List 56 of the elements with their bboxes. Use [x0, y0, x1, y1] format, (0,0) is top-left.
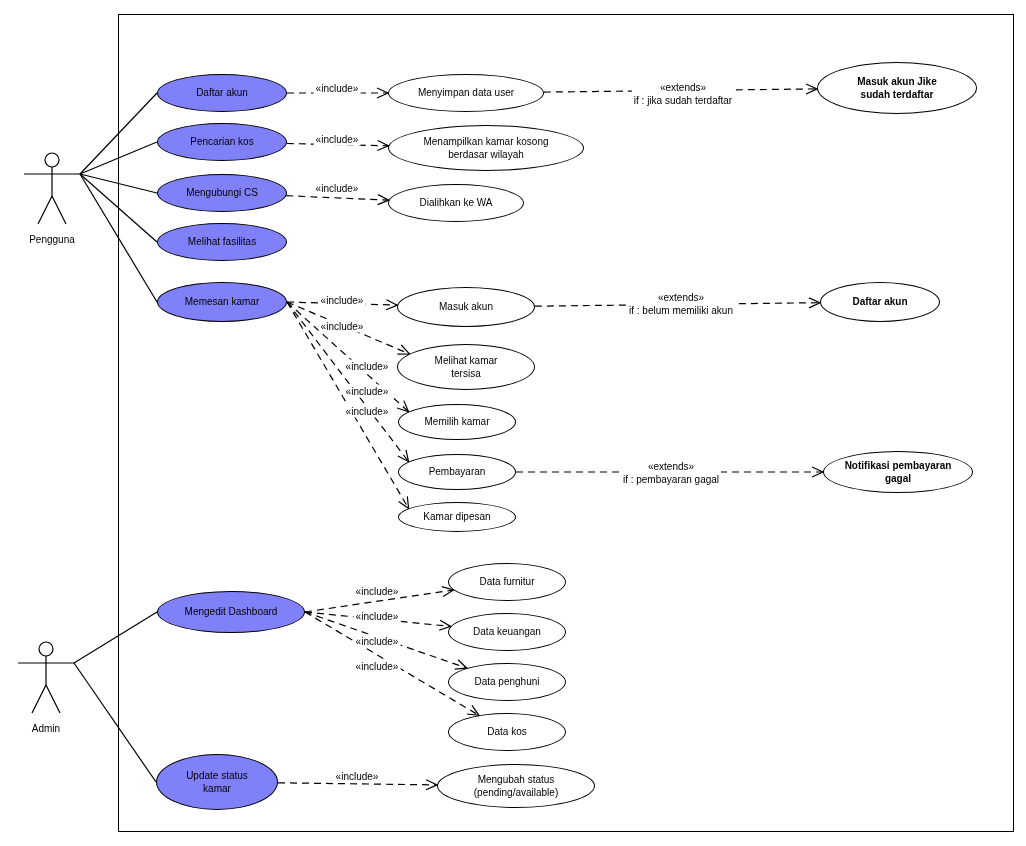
use-case-oval: Data keuangan — [448, 613, 566, 651]
use-case-oval: Dialihkan ke WA — [388, 184, 524, 222]
use-case-oval: Pencarian kos — [157, 123, 287, 161]
use-case-oval: Data kos — [448, 713, 566, 751]
use-case-oval: Memilih kamar — [398, 404, 516, 440]
use-case-oval: Notifikasi pembayaran gagal — [823, 451, 973, 493]
use-case-oval: Masuk akun Jike sudah terdaftar — [817, 62, 977, 114]
use-case-oval: Melihat kamar tersisa — [397, 344, 535, 390]
use-case-oval: Melihat fasilitas — [157, 223, 287, 261]
use-case-oval: Daftar akun — [157, 74, 287, 112]
edge-label: «include» — [318, 319, 366, 333]
use-case-oval: Kamar dipesan — [398, 502, 516, 532]
dashed-arrow — [285, 194, 390, 206]
use-case-oval: Update status kamar — [156, 754, 278, 810]
association-line — [79, 173, 158, 303]
dashed-arrow — [286, 301, 410, 509]
association-line — [73, 662, 157, 783]
edge-label: «include» — [343, 359, 391, 373]
association-line — [79, 141, 158, 175]
use-case-oval: Masuk akun — [397, 287, 535, 327]
edge-label: «include» — [353, 634, 401, 648]
association-line — [79, 92, 158, 175]
edge-label: «extends» if : belum memiliki akun — [627, 291, 735, 317]
edge-label: «extends» if : jika sudah terdaftar — [631, 81, 735, 107]
edge-label: «include» — [318, 293, 366, 307]
use-case-oval: Pembayaran — [398, 454, 516, 490]
use-case-oval: Mengedit Dashboard — [157, 591, 305, 633]
edge-label: «include» — [313, 132, 361, 146]
use-case-oval: Data penghuni — [448, 663, 566, 701]
association-line — [79, 173, 158, 194]
use-case-oval: Mengubah status (pending/available) — [437, 764, 595, 808]
use-case-oval: Menyimpan data user — [388, 74, 544, 112]
use-case-oval: Mengubungi CS — [157, 174, 287, 212]
dashed-arrow — [286, 301, 410, 413]
actor-label: Admin — [30, 723, 62, 734]
edge-label: «include» — [313, 81, 361, 95]
use-case-oval: Menampilkan kamar kosong berdasar wilayah — [388, 125, 584, 171]
edge-label: «include» — [313, 181, 361, 195]
edge-label: «include» — [343, 384, 391, 398]
dashed-arrow — [304, 586, 454, 613]
actor-label: Pengguna — [28, 234, 76, 245]
dashed-arrow — [277, 779, 438, 791]
association-line — [79, 173, 158, 243]
edge-label: «include» — [353, 584, 401, 598]
use-case-oval: Memesan kamar — [157, 282, 287, 322]
association-line — [73, 611, 158, 664]
edge-label: «include» — [353, 609, 401, 623]
dashed-arrow — [304, 611, 468, 670]
dashed-arrow — [304, 611, 480, 716]
use-case-oval: Daftar akun — [820, 282, 940, 322]
edge-label: «include» — [343, 404, 391, 418]
edge-label: «include» — [353, 659, 401, 673]
use-case-oval: Data furnitur — [448, 563, 566, 601]
edge-label: «extends» if : pembayaran gagal — [620, 460, 722, 486]
edge-label: «include» — [333, 769, 381, 783]
dashed-arrow — [286, 301, 410, 463]
